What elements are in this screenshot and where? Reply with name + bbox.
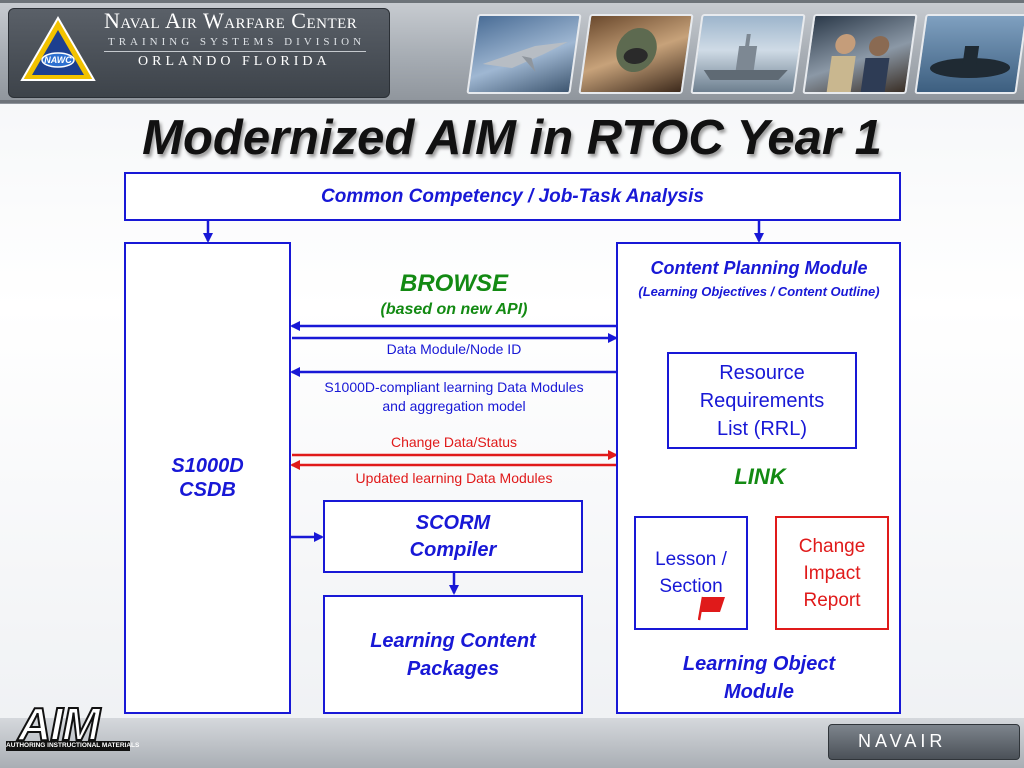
header-banner: NAWC Naval Air Warfare Center TRAINING S… <box>0 0 1024 104</box>
photo-pilot <box>578 14 694 94</box>
photo-sailors <box>802 14 918 94</box>
red-flag-icon <box>698 596 725 621</box>
lom-line1: Learning Object <box>682 653 836 675</box>
lcp-line2: Packages <box>406 657 500 680</box>
photo-warship <box>690 14 806 94</box>
rrl-line1: Resource <box>719 361 805 384</box>
scorm-line2: Compiler <box>409 538 497 561</box>
change-impact-report-box: Change Impact Report <box>775 516 889 630</box>
browse-label: BROWSE <box>400 270 508 297</box>
nawc-emblem-text: NAWC <box>44 55 72 65</box>
header-bottom-rule <box>0 100 1024 103</box>
change-line1: Change <box>798 535 866 557</box>
job-task-analysis-box: Common Competency / Job-Task Analysis <box>124 172 901 221</box>
cpm-title: Content Planning Module <box>650 258 868 278</box>
s1000d-csdb-box: S1000D CSDB <box>124 242 291 714</box>
lesson-line2: Section <box>659 576 723 597</box>
updated-modules-label: Updated learning Data Modules <box>355 470 553 486</box>
lcp-line1: Learning Content <box>370 629 536 652</box>
s1000d-modules-label: S1000D-compliant learning Data Modules a… <box>292 378 616 416</box>
s1000d-modules-line1: S1000D-compliant learning Data Modules <box>324 379 584 395</box>
location-name: ORLANDO FLORIDA <box>138 54 331 69</box>
change-line3: Report <box>803 589 861 611</box>
header-divider <box>104 51 366 52</box>
change-data-label: Change Data/Status <box>390 434 518 450</box>
lesson-line1: Lesson / <box>655 549 727 570</box>
navair-logo-panel <box>828 724 1020 760</box>
cpm-subtitle: (Learning Objectives / Content Outline) <box>638 284 880 299</box>
org-name: Naval Air Warfare Center <box>104 8 358 33</box>
division-name: TRAINING SYSTEMS DIVISION <box>108 36 366 48</box>
lesson-section-box: Lesson / Section <box>634 516 748 630</box>
slide-title: Modernized AIM in RTOC Year 1 <box>142 111 882 165</box>
learning-content-packages-box: Learning Content Packages <box>323 595 583 714</box>
link-label: LINK <box>734 464 786 489</box>
rrl-line2: Requirements <box>699 389 825 412</box>
s1000d-modules-line2: and aggregation model <box>382 398 526 414</box>
scorm-compiler-box: SCORM Compiler <box>323 500 583 573</box>
csdb-line1: S1000D <box>171 455 244 477</box>
data-module-label: Data Module/Node ID <box>386 341 522 357</box>
photo-fighter-jet <box>466 14 582 94</box>
csdb-line2: CSDB <box>179 479 236 501</box>
change-line2: Impact <box>803 562 861 584</box>
aim-tagline: AUTHORING INSTRUCTIONAL MATERIALS <box>6 741 140 751</box>
header-top-rule <box>0 0 1024 3</box>
job-task-analysis-label: Common Competency / Job-Task Analysis <box>321 185 704 207</box>
rrl-line3: List (RRL) <box>716 417 807 440</box>
navair-logo: NAVAIR <box>858 731 947 751</box>
rrl-box: Resource Requirements List (RRL) <box>667 352 857 449</box>
lom-line2: Module <box>724 681 794 703</box>
lom-label: Learning Object Module <box>618 650 900 706</box>
photo-submarine <box>914 14 1024 94</box>
browse-sublabel: (based on new API) <box>380 301 528 318</box>
learning-object-module-box <box>616 242 901 714</box>
nawc-emblem-icon: NAWC <box>20 16 96 81</box>
scorm-line1: SCORM <box>415 511 491 534</box>
